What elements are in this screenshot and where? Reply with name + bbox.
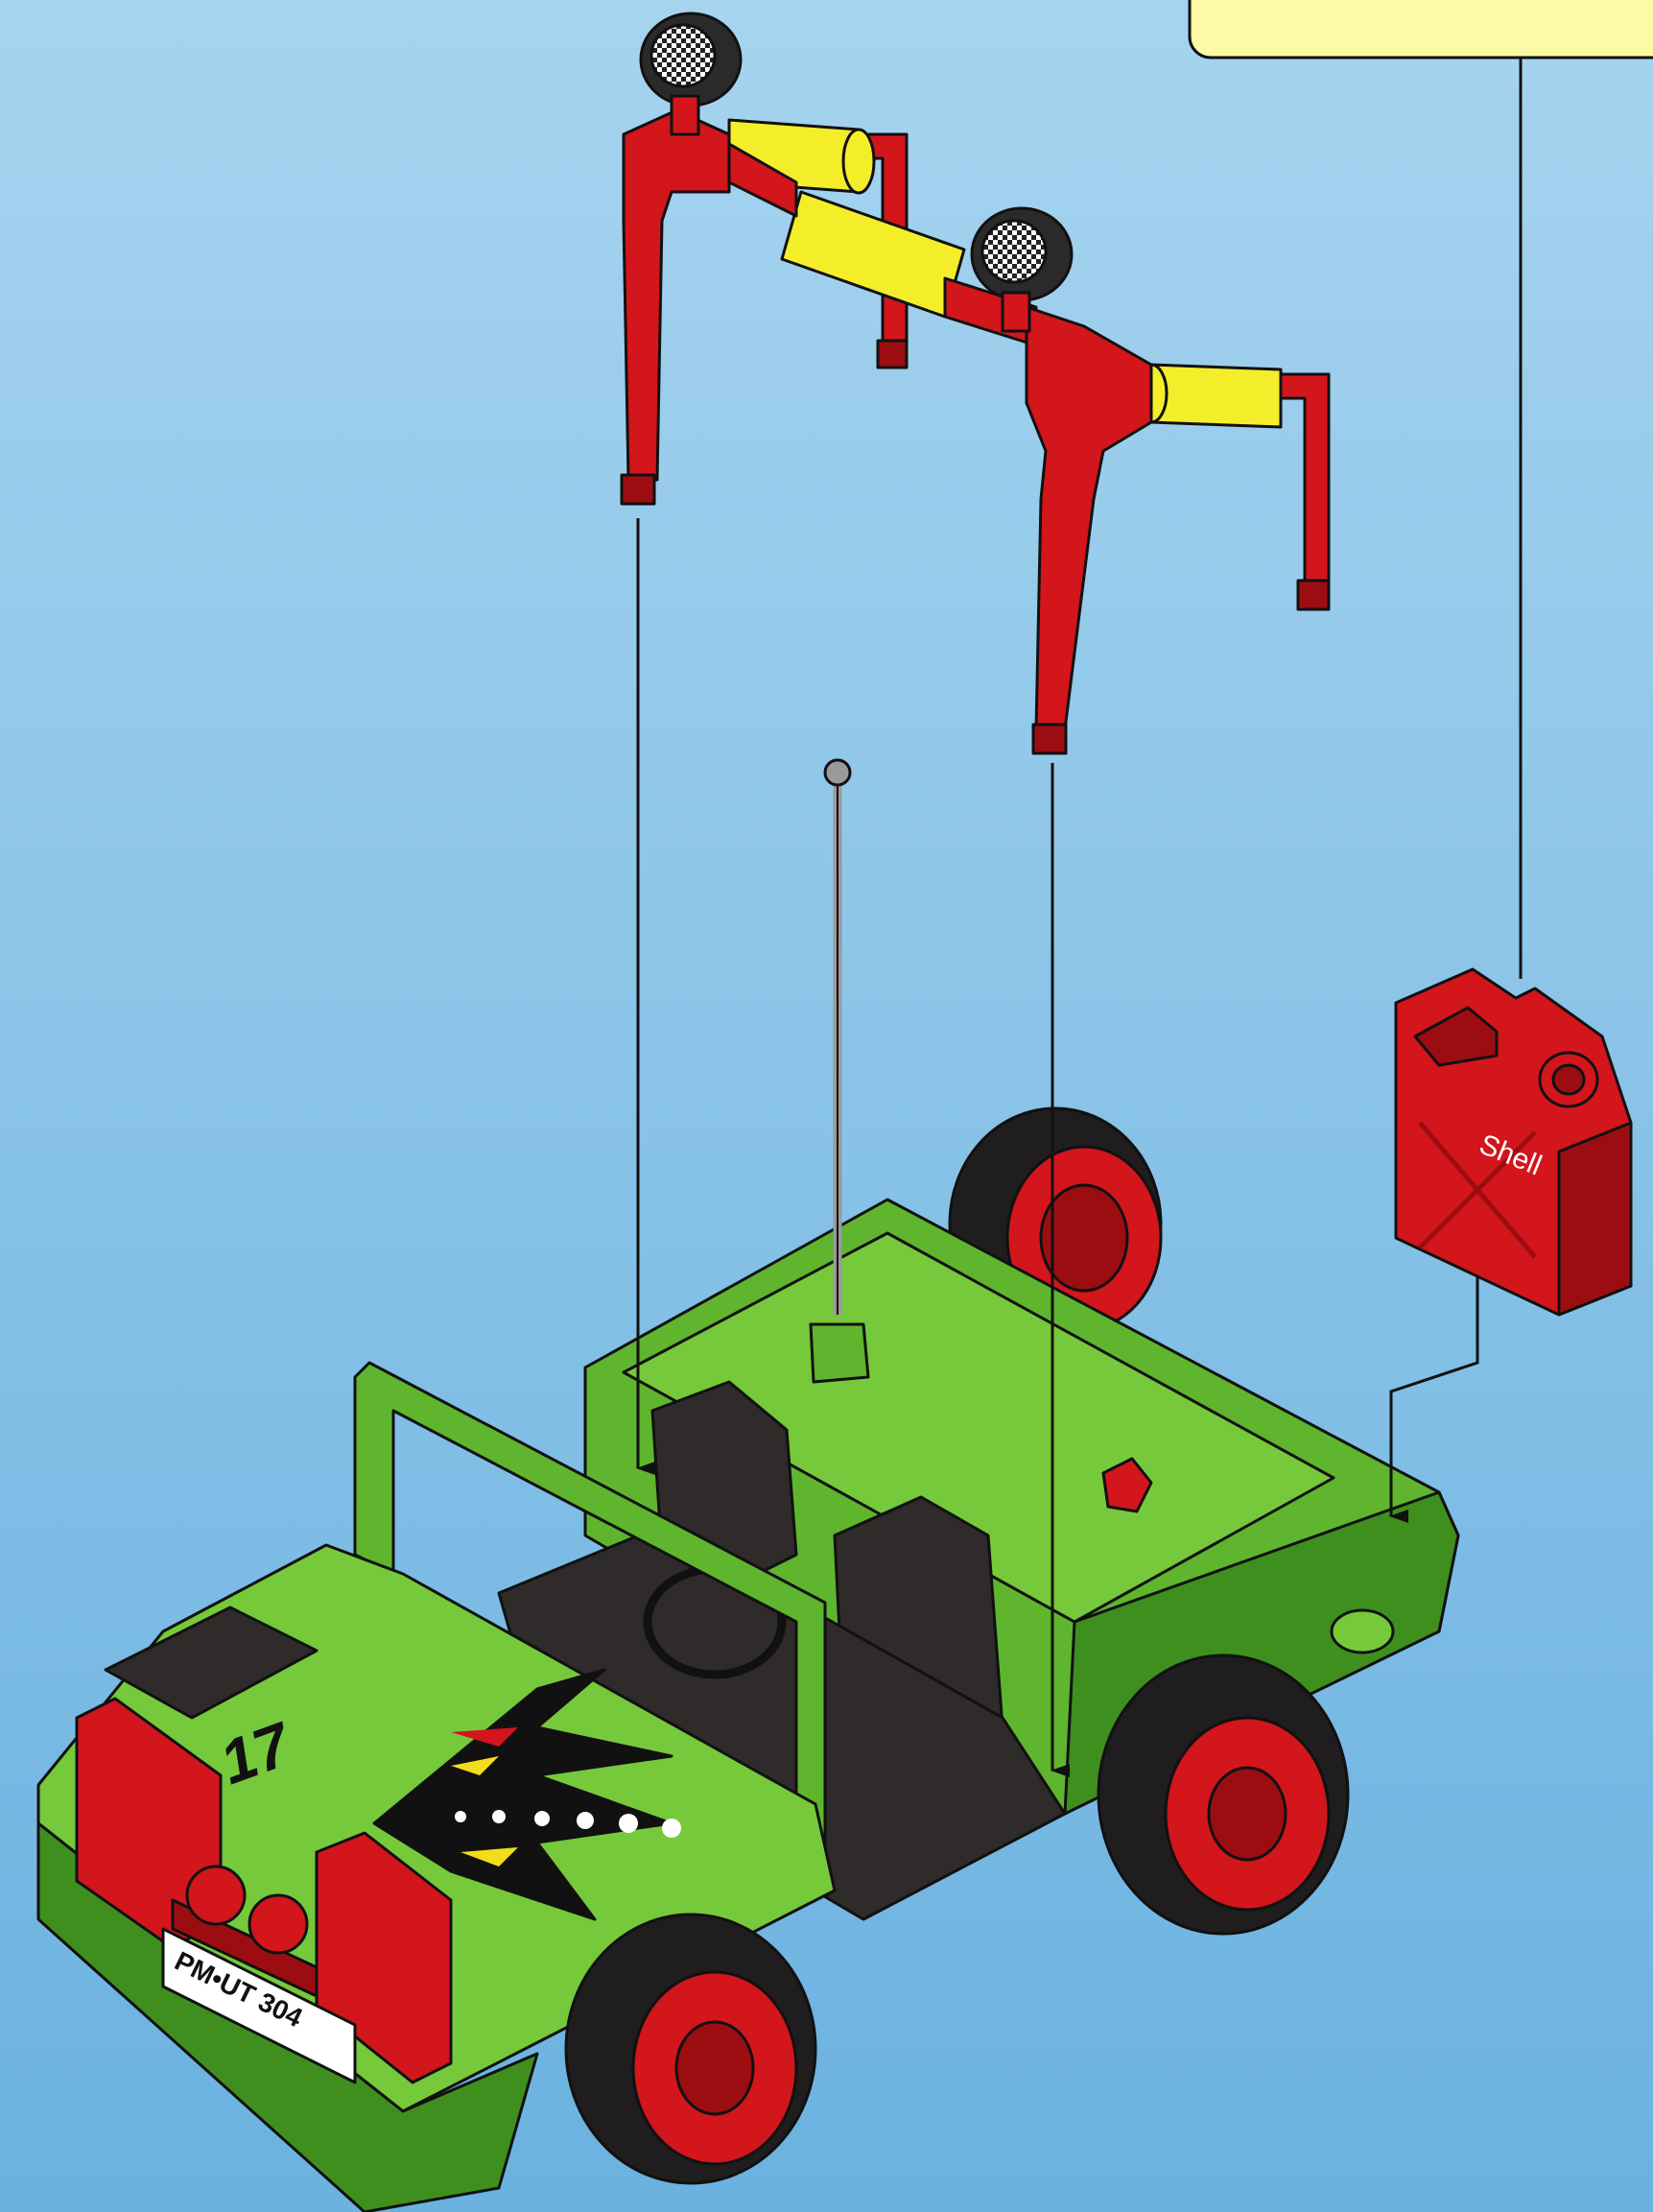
roll-bar-left-post-tip <box>622 475 654 504</box>
front-wheel-icon <box>566 1915 815 2183</box>
rear-mount-ring <box>1332 1610 1393 1653</box>
callout-box <box>1190 0 1653 58</box>
roll-bar-right-post-tip <box>1298 581 1329 609</box>
roll-bar-rear-post-tip <box>878 341 907 368</box>
roll-bar-front-right-post-tip <box>1033 725 1066 753</box>
yellow-tube-top-end <box>843 130 874 193</box>
yellow-tube-right <box>1151 365 1281 427</box>
rear-wheel-icon <box>1098 1655 1348 1934</box>
